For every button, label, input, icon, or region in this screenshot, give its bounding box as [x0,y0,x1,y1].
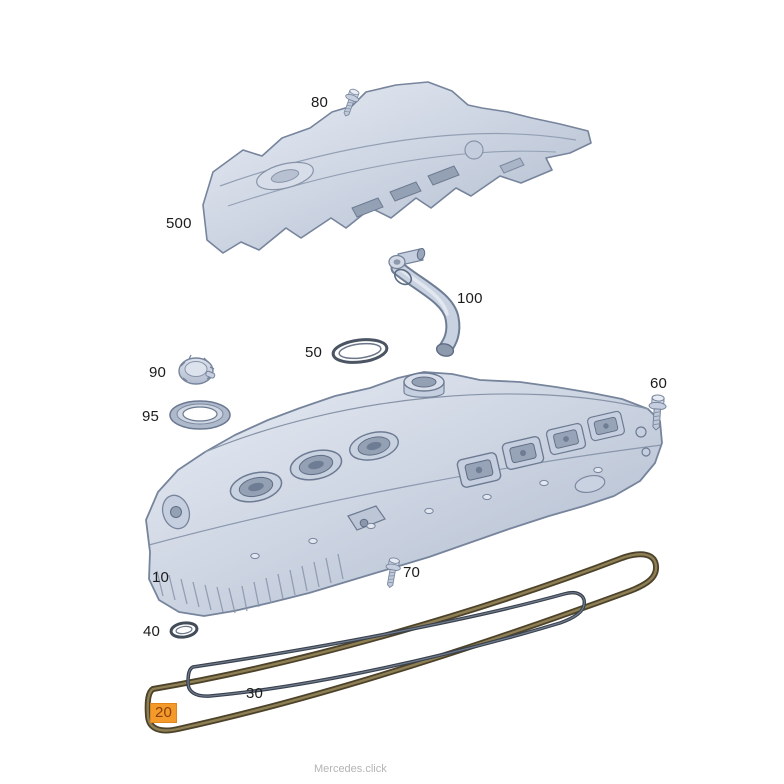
part-label-500[interactable]: 500 [166,215,192,232]
part-label-60[interactable]: 60 [650,375,668,392]
part-label-100[interactable]: 100 [457,290,483,307]
gasket-50[interactable] [331,337,389,365]
perimeter-gasket-20[interactable] [144,551,660,734]
engine-cover-500[interactable] [202,81,592,254]
watermark: Mercedes.click [314,763,387,775]
inner-gasket-30[interactable] [186,591,587,698]
part-label-10[interactable]: 10 [152,569,170,586]
seal-ring-40[interactable] [169,621,199,639]
part-label-20[interactable]: 20 [150,703,178,723]
part-label-40[interactable]: 40 [143,623,161,640]
oil-filler-cap-90[interactable] [178,354,216,385]
part-label-50[interactable]: 50 [305,344,323,361]
part-label-90[interactable]: 90 [149,364,167,381]
part-label-30[interactable]: 30 [246,685,264,702]
sealing-ring-95[interactable] [169,400,231,430]
part-label-95[interactable]: 95 [142,408,160,425]
part-label-80[interactable]: 80 [311,94,329,111]
vent-hose-100[interactable] [388,247,461,358]
part-label-70[interactable]: 70 [403,564,421,581]
